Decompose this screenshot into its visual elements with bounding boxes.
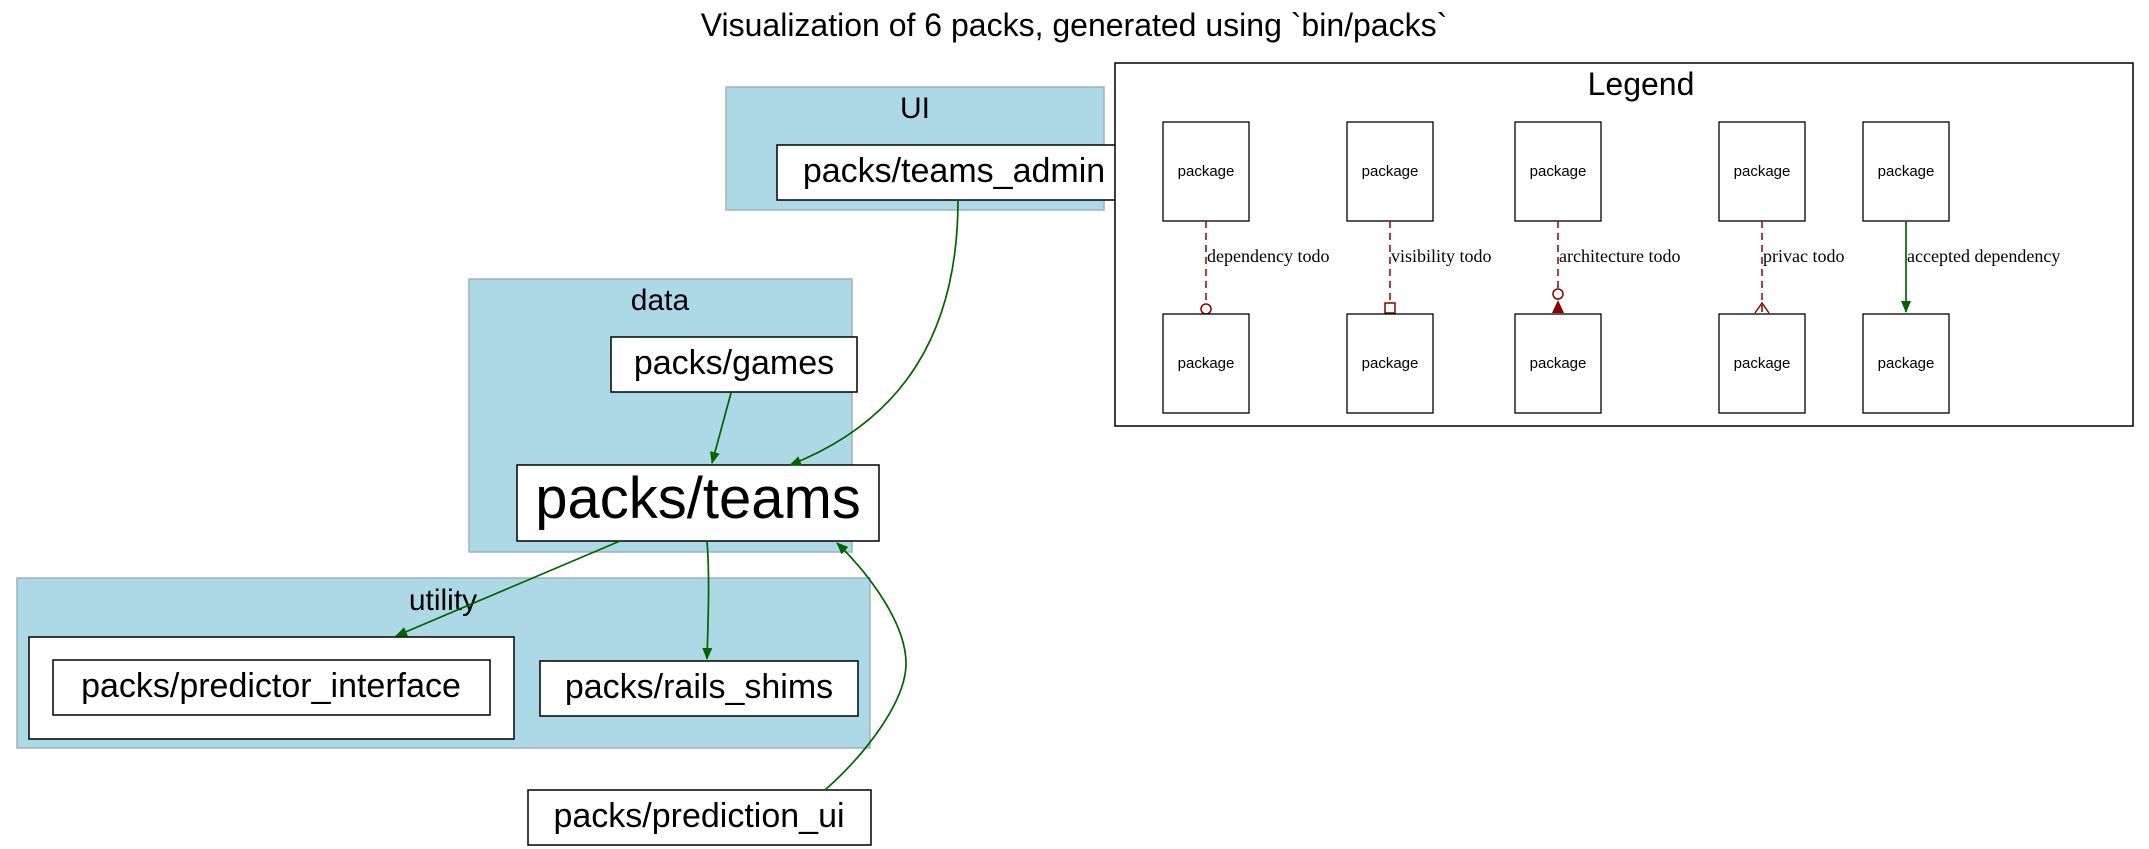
legend-package-label: package [1362, 163, 1419, 180]
legend-edge-label: dependency todo [1207, 246, 1329, 266]
legend-package-label: package [1530, 355, 1587, 372]
cluster-utility-label: utility [409, 584, 477, 617]
legend-item-architecture-todo: package architecture todo package [1514, 121, 1680, 414]
legend-package-label: package [1878, 355, 1935, 372]
cluster-utility: utility packs/predictor_interface packs/… [16, 577, 871, 749]
legend-package-label: package [1362, 355, 1419, 372]
cluster-ui: UI packs/teams_admin [725, 86, 1132, 211]
node-predictor-interface-box[interactable] [52, 659, 491, 716]
node-teams-admin-box[interactable] [776, 144, 1132, 201]
edge-prediction-ui-to-teams [824, 542, 907, 791]
node-predictor-interface-label: packs/predictor_interface [81, 667, 461, 705]
legend-package-box [1162, 313, 1250, 414]
node-prediction-ui-box[interactable] [527, 789, 872, 846]
legend-item-dependency-todo: package dependency todo package [1162, 121, 1329, 414]
edge-teams-to-predictor-interface [395, 540, 621, 637]
legend-package-box [1514, 121, 1602, 222]
legend-package-box [1718, 121, 1806, 222]
node-games-box[interactable] [610, 336, 858, 393]
cluster-data-label: data [631, 284, 690, 317]
legend-package-box [1346, 121, 1434, 222]
legend-package-box [1862, 313, 1950, 414]
legend-item-privacy-todo: package privac todo package [1718, 121, 1844, 414]
edge-teams-admin-to-teams [789, 199, 959, 466]
legend-package-box [1718, 313, 1806, 414]
node-teams-label: packs/teams [535, 466, 861, 531]
legend-edge-label: privac todo [1763, 246, 1844, 266]
node-teams-box[interactable] [516, 464, 880, 542]
legend-package-label: package [1178, 163, 1235, 180]
edge-games-to-teams [710, 392, 732, 464]
node-rails-shims-label: packs/rails_shims [565, 668, 833, 706]
cluster-data: data packs/games packs/teams [468, 278, 880, 553]
legend-item-accepted-dependency: package accepted dependency package [1862, 121, 2060, 414]
legend: Legend package dependency todo package p… [1114, 62, 2134, 427]
legend-package-label: package [1734, 355, 1791, 372]
crow-arrowhead-icon [1754, 301, 1770, 314]
legend-edge-label: visibility todo [1391, 246, 1492, 266]
legend-package-label: package [1530, 163, 1587, 180]
open-box-arrowhead-icon [1384, 302, 1396, 314]
legend-package-box [1346, 313, 1434, 414]
legend-edge-label: architecture todo [1559, 246, 1680, 266]
legend-package-box [1514, 313, 1602, 414]
diagram-title: Visualization of 6 packs, generated usin… [701, 7, 1448, 43]
legend-item-visibility-todo: package visibility todo package [1346, 121, 1492, 414]
legend-package-label: package [1878, 163, 1935, 180]
circle-arrowhead-icon [1552, 288, 1564, 300]
legend-package-label: package [1178, 355, 1235, 372]
node-teams-admin-label: packs/teams_admin [803, 152, 1105, 190]
node-rails-shims-box[interactable] [539, 660, 859, 717]
node-games-label: packs/games [634, 344, 834, 382]
legend-package-box [1862, 121, 1950, 222]
legend-package-label: package [1734, 163, 1791, 180]
legend-edge-label: accepted dependency [1907, 246, 2060, 266]
legend-package-box [1162, 121, 1250, 222]
legend-box [1114, 62, 2134, 427]
legend-title: Legend [1588, 66, 1695, 102]
open-circle-arrowhead-icon [1200, 303, 1212, 315]
node-prediction-ui-label: packs/prediction_ui [553, 797, 844, 835]
edge-teams-to-rails-shims [702, 540, 713, 660]
cluster-ui-label: UI [900, 92, 930, 125]
filled-triangle-arrowhead-icon [1552, 300, 1564, 313]
